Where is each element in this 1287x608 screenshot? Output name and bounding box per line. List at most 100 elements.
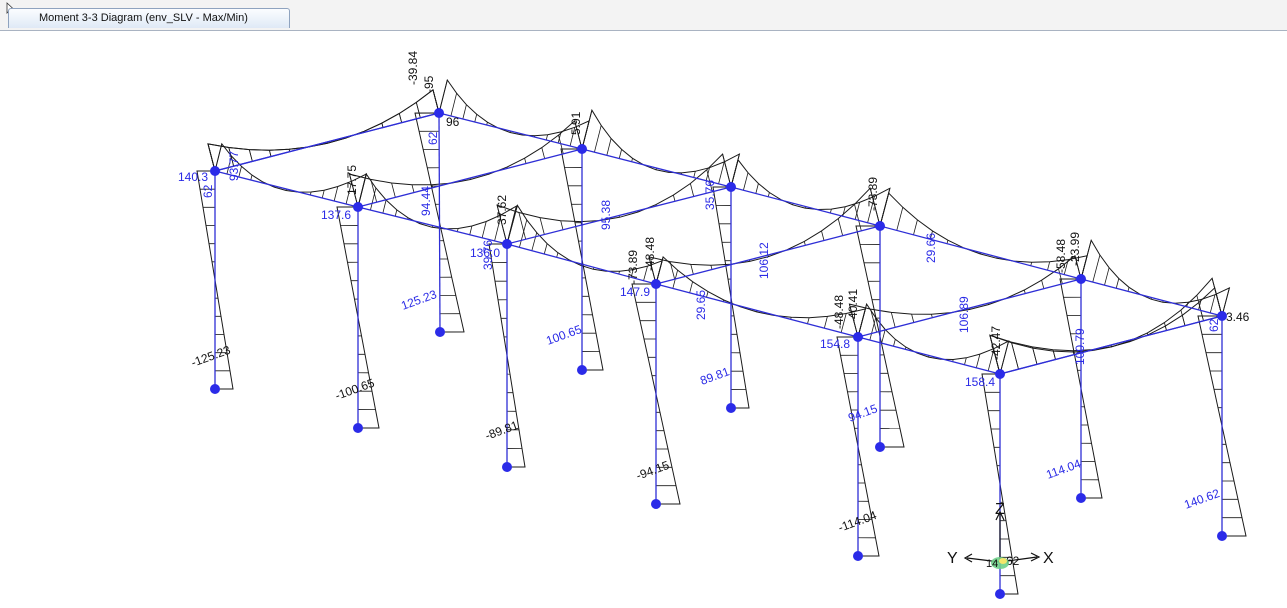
moment-label-blue: 114.04	[1044, 456, 1083, 482]
joint-node	[1217, 311, 1227, 321]
moment-outline	[348, 119, 583, 208]
moment-label-black: -40.41	[846, 289, 860, 323]
moment-label-black: -89.81	[483, 418, 520, 443]
moment-label-blue: 136.0	[470, 246, 500, 260]
moment-label-blue: 29.65	[694, 290, 708, 320]
moment-hatch	[1041, 280, 1045, 289]
beam-member	[999, 315, 1223, 375]
moment-hatch	[823, 316, 828, 329]
beam-member	[879, 225, 1082, 280]
column-member	[438, 112, 441, 333]
moment-label-blue: 89.81	[698, 364, 731, 388]
moment-outline	[581, 108, 741, 188]
moment-hatch	[226, 155, 232, 175]
moment-hatch	[238, 166, 242, 178]
moment-label-black: -39.84	[406, 51, 420, 85]
joint-layer	[210, 108, 1227, 599]
beam-member	[1080, 278, 1223, 317]
moment-hatch	[321, 190, 325, 199]
moment-hatch	[630, 269, 634, 278]
moment-hatch	[606, 138, 612, 156]
joint-node	[995, 369, 1005, 379]
moment-hatch	[1032, 346, 1038, 365]
moment-hatch	[673, 194, 676, 202]
moment-label-black: 5.91	[569, 111, 583, 135]
moment-hatch	[767, 192, 770, 197]
joint-node	[502, 462, 512, 472]
moment-hatch	[854, 202, 860, 220]
moment-label-blue: 93.77	[227, 151, 241, 181]
joint-node	[210, 384, 220, 394]
beam-member	[357, 206, 508, 245]
moment-hatch	[269, 150, 272, 157]
moment-hatch	[929, 230, 933, 240]
moment-hatch	[519, 219, 528, 248]
moment-hatch	[411, 184, 415, 193]
moment-hatch	[690, 264, 694, 275]
moment-outline	[496, 153, 732, 245]
moment-label-blue: 158.4	[965, 375, 995, 389]
moment-hatch	[531, 232, 538, 251]
moment-label-blue: 137.6	[321, 208, 351, 222]
joint-node	[502, 239, 512, 249]
tab-title: Moment 3-3 Diagram (env_SLV - Max/Min)	[39, 12, 248, 24]
moment-hatch	[558, 135, 564, 154]
moment-hatch	[689, 281, 693, 293]
moment-label-blue: 62	[426, 131, 440, 145]
moment-label-black: -23.99	[1068, 232, 1082, 266]
beam-member	[214, 112, 440, 172]
moment-label-blue: 147.9	[620, 285, 650, 299]
moment-hatch	[722, 154, 732, 188]
moment-label-black: -95	[422, 75, 436, 93]
tab-moment-diagram[interactable]: Moment 3-3 Diagram (env_SLV - Max/Min)	[8, 8, 290, 28]
moment-hatch	[690, 183, 695, 197]
moment-hatch	[594, 125, 602, 153]
moment-hatch	[1092, 254, 1101, 283]
moment-label-black: -100.65	[333, 376, 376, 403]
moment-label-blue: 95.38	[599, 200, 613, 230]
beam-member	[357, 148, 583, 208]
joint-node	[995, 589, 1005, 599]
moment-hatch	[999, 340, 1009, 375]
beam-member	[214, 170, 359, 208]
moment-outline	[207, 88, 440, 172]
moment-hatch	[1127, 287, 1130, 292]
joint-node	[651, 279, 661, 289]
moment-hatch	[415, 102, 421, 118]
moment-hatch	[1164, 325, 1167, 331]
moment-label-black: -73.89	[626, 250, 640, 284]
moment-hatch	[896, 207, 904, 231]
moment-hatch	[849, 303, 859, 338]
moment-hatch	[869, 188, 881, 227]
joint-node	[577, 144, 587, 154]
joint-node	[853, 551, 863, 561]
moment-hatch	[391, 182, 396, 198]
moment-hatch	[1115, 278, 1120, 289]
moment-hatch	[1080, 240, 1092, 280]
moment-hatch	[911, 314, 915, 323]
moment-hatch	[349, 173, 359, 208]
joint-node	[353, 423, 363, 433]
moment-hatch	[1072, 350, 1075, 355]
moment-hatch	[840, 313, 847, 333]
moment-hatch	[975, 353, 981, 368]
moment-label-black: -73.89	[866, 177, 880, 211]
joint-node	[434, 108, 444, 118]
moment-hatch	[807, 317, 810, 324]
moment-hatch	[1209, 294, 1216, 314]
moment-hatch	[669, 261, 676, 280]
moment-hatch	[539, 217, 545, 235]
moment-hatch	[743, 172, 749, 191]
axis-marker-text: 14	[986, 558, 998, 570]
moment-hatch	[474, 114, 478, 123]
moment-label-black: 96	[446, 115, 460, 129]
joint-node	[435, 327, 445, 337]
moment-label-blue: 29.66	[924, 233, 938, 263]
moment-label-black: -125.23	[189, 343, 232, 370]
moment-label-blue: 100.79	[1073, 328, 1087, 365]
joint-node	[875, 442, 885, 452]
beam-member	[655, 225, 881, 285]
moment-label-blue: 100.65	[544, 322, 584, 348]
moment-hatch	[569, 127, 576, 147]
beam-member	[857, 336, 1001, 375]
